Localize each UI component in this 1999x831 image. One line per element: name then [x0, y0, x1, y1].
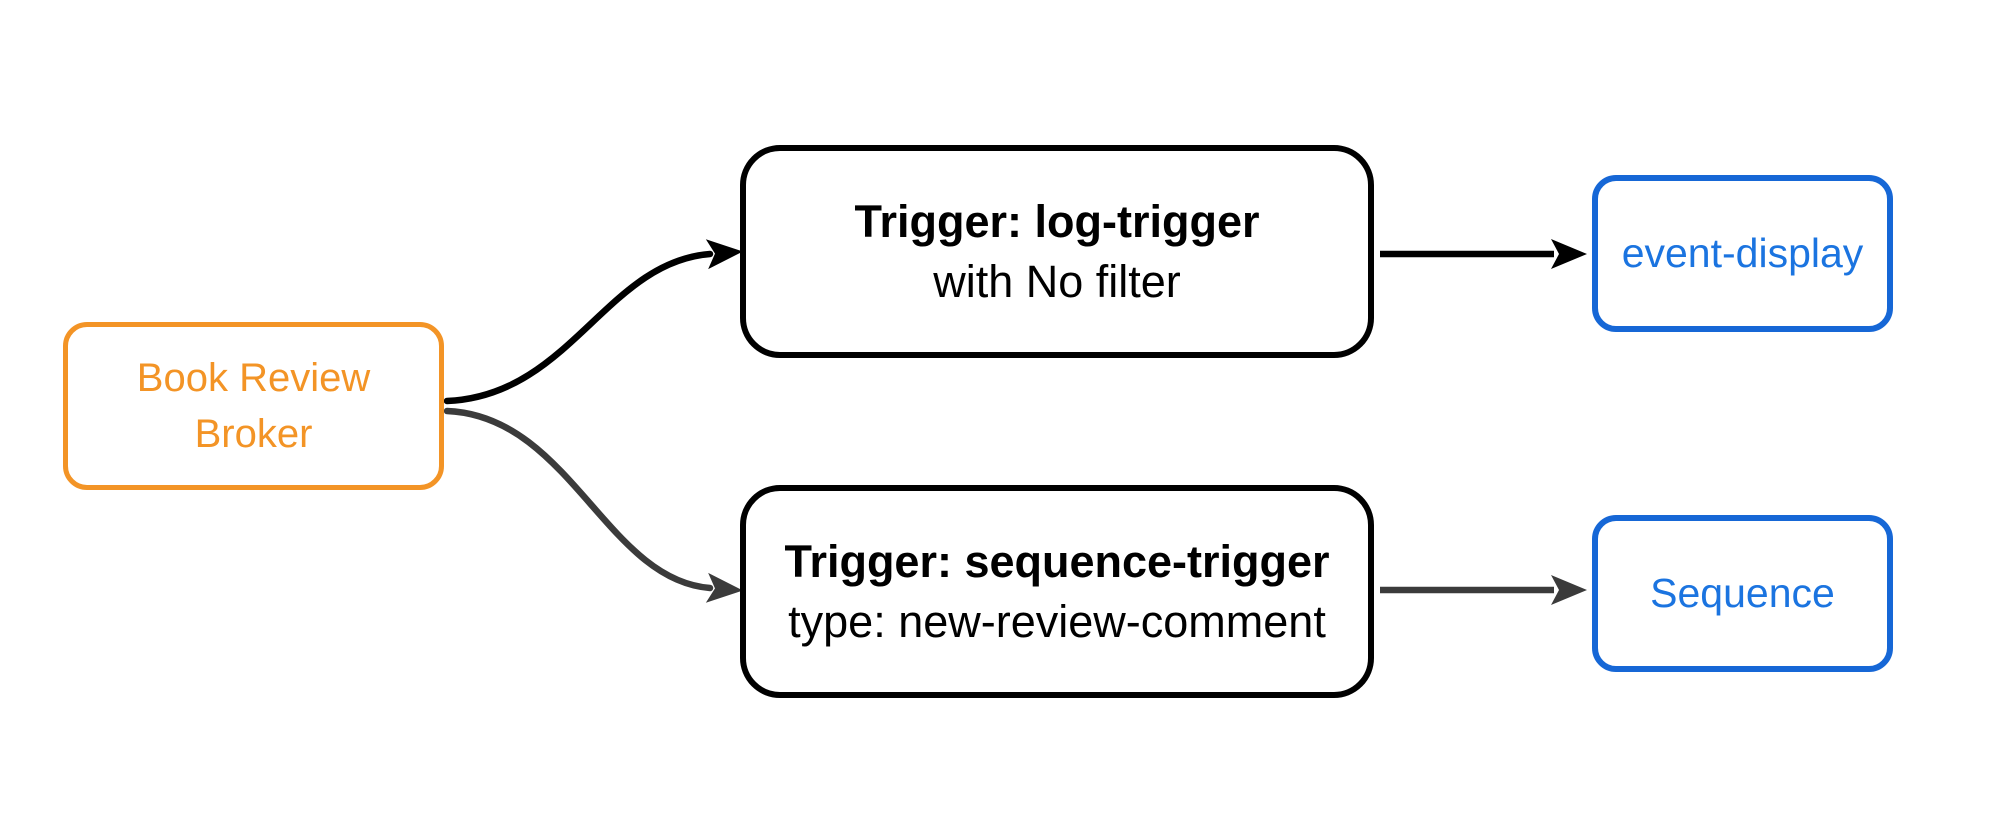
log-trigger-subtitle: with No filter — [933, 255, 1181, 307]
node-sequence: Sequence — [1592, 515, 1893, 672]
broker-label-line1: Book Review — [136, 356, 371, 400]
edge-broker-to-sequence-trigger — [443, 407, 743, 603]
sequence-trigger-title: Trigger: sequence-trigger — [784, 535, 1330, 587]
node-event-display: event-display — [1592, 175, 1893, 332]
node-book-review-broker: Book Review Broker — [63, 322, 444, 490]
log-trigger-title: Trigger: log-trigger — [854, 195, 1260, 247]
sequence-trigger-subtitle: type: new-review-comment — [788, 595, 1326, 647]
sequence-label: Sequence — [1650, 570, 1835, 616]
broker-label-line2: Broker — [194, 412, 313, 456]
node-log-trigger: Trigger: log-trigger with No filter — [740, 145, 1374, 358]
event-display-label: event-display — [1621, 230, 1864, 276]
node-sequence-trigger: Trigger: sequence-trigger type: new-revi… — [740, 485, 1374, 698]
edge-broker-to-log-trigger — [443, 239, 743, 405]
